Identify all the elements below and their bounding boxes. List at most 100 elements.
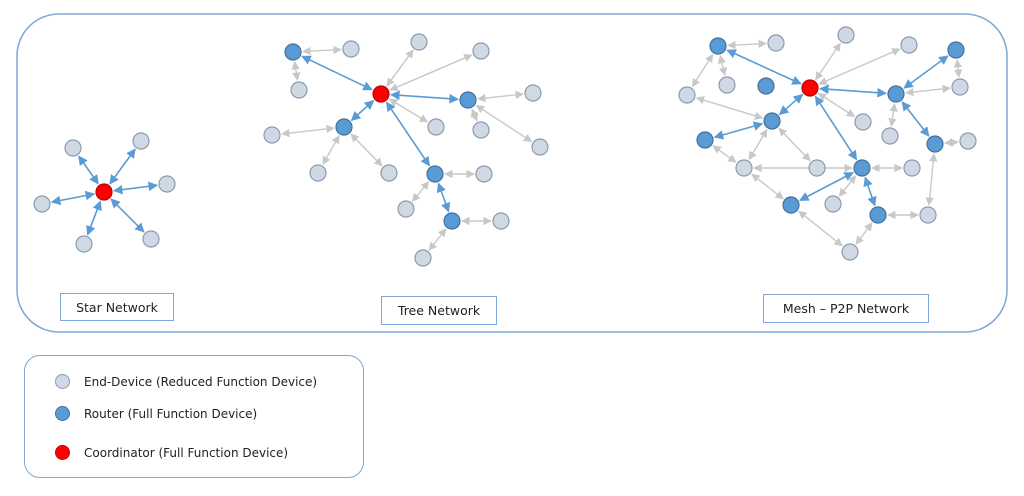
link-m-c-m-e2 xyxy=(815,42,841,81)
link-m-r7-m-e14 xyxy=(925,153,938,206)
router-node-m-r9 xyxy=(782,196,800,214)
link-m-r9-m-e15 xyxy=(798,210,843,247)
end-device-node-m-e9 xyxy=(959,132,977,150)
end-device-node-t-e7 xyxy=(380,164,398,182)
end-device-node-m-e2 xyxy=(837,26,855,44)
link-t-r4-t-e13 xyxy=(411,181,430,202)
end-device-node-t-e4 xyxy=(290,81,308,99)
end-device-node-s-e2 xyxy=(132,132,150,150)
link-m-r9-m-e10 xyxy=(751,173,784,200)
link-m-r10-m-e15 xyxy=(855,222,873,245)
router-node-m-r7 xyxy=(926,135,944,153)
link-t-r3-t-e9 xyxy=(470,108,479,122)
link-s-c-s-e2 xyxy=(109,148,136,185)
link-m-r4-m-r2 xyxy=(903,55,949,89)
link-t-r3-t-e11 xyxy=(475,104,533,143)
link-t-c-t-e3 xyxy=(389,54,473,91)
router-node-t-r5 xyxy=(443,212,461,230)
router-node-m-r6 xyxy=(696,131,714,149)
end-device-node-m-e1 xyxy=(767,34,785,52)
end-device-node-m-e10 xyxy=(735,159,753,177)
link-m-c-m-r1 xyxy=(726,49,802,85)
link-m-r6-m-e10 xyxy=(712,145,737,163)
end-device-node-m-e13 xyxy=(824,195,842,213)
link-m-r7-m-e9 xyxy=(944,138,959,147)
topologies-frame xyxy=(16,13,1008,333)
link-m-c-m-r8 xyxy=(814,95,858,161)
link-t-r2-t-e5 xyxy=(281,124,335,138)
star-network-label: Star Network xyxy=(60,293,174,321)
end-device-node-s-e6 xyxy=(142,230,160,248)
router-node-m-r10 xyxy=(869,206,887,224)
link-s-c-s-e1 xyxy=(78,155,99,185)
link-s-c-s-e4 xyxy=(50,190,96,206)
link-m-r1-m-e4 xyxy=(717,54,728,77)
end-device-node-t-e13 xyxy=(397,200,415,218)
end-device-node-t-e2 xyxy=(410,33,428,51)
end-device-node-m-e3 xyxy=(900,36,918,54)
router-node-m-r4 xyxy=(887,85,905,103)
end-device-node-m-e14 xyxy=(919,206,937,224)
link-m-c-m-r5 xyxy=(778,93,804,116)
coordinator-swatch-icon xyxy=(55,445,70,460)
link-m-r8-m-r9 xyxy=(799,171,854,202)
end-device-node-t-e6 xyxy=(309,164,327,182)
router-swatch-icon xyxy=(55,406,70,421)
router-node-t-r4 xyxy=(426,165,444,183)
router-node-t-r3 xyxy=(459,91,477,109)
end-device-node-s-e5 xyxy=(75,235,93,253)
link-m-r1-m-e1 xyxy=(727,39,767,50)
legend-item-router: Router (Full Function Device) xyxy=(55,406,257,421)
end-device-node-m-e4 xyxy=(718,76,736,94)
link-s-c-s-e3 xyxy=(112,181,159,195)
link-m-e5-m-r5 xyxy=(695,96,764,120)
end-device-node-s-e3 xyxy=(158,175,176,193)
router-node-t-r1 xyxy=(284,43,302,61)
mesh-network-label: Mesh – P2P Network xyxy=(763,294,929,323)
legend: End-Device (Reduced Function Device) Rou… xyxy=(24,355,364,478)
end-device-node-m-e12 xyxy=(903,159,921,177)
router-node-m-r3 xyxy=(757,77,775,95)
coordinator-node-t-c xyxy=(372,85,390,103)
legend-label-coordinator: Coordinator (Full Function Device) xyxy=(84,445,289,460)
link-t-c-t-e2 xyxy=(386,49,414,87)
end-device-node-m-e15 xyxy=(841,243,859,261)
router-node-m-r5 xyxy=(763,112,781,130)
end-device-node-s-e1 xyxy=(64,139,82,157)
end-device-node-m-e5 xyxy=(678,86,696,104)
link-m-r2-m-e6 xyxy=(953,59,963,78)
link-m-c-m-e3 xyxy=(818,48,901,85)
link-m-r5-m-r6 xyxy=(713,121,764,140)
link-m-r4-m-e6 xyxy=(905,84,951,97)
tree-network-label: Tree Network xyxy=(381,296,497,325)
link-m-r5-m-e11 xyxy=(778,127,811,162)
link-m-r8-m-r10 xyxy=(863,176,877,207)
end-device-node-m-e11 xyxy=(808,159,826,177)
router-node-m-r2 xyxy=(947,41,965,59)
legend-label-end-device: End-Device (Reduced Function Device) xyxy=(84,374,318,389)
link-t-c-t-r2 xyxy=(350,100,375,121)
end-device-node-t-e5 xyxy=(263,126,281,144)
link-m-r4-m-e8 xyxy=(888,103,898,127)
link-m-c-m-e7 xyxy=(817,92,856,118)
end-device-node-t-e14 xyxy=(492,212,510,230)
link-t-r1-t-e4 xyxy=(291,61,301,81)
link-t-r4-t-r5 xyxy=(436,182,451,213)
link-m-r4-m-r7 xyxy=(901,101,930,137)
end-device-node-t-e3 xyxy=(472,42,490,60)
link-t-r2-t-e6 xyxy=(322,134,340,166)
link-t-c-t-r3 xyxy=(390,90,459,104)
end-device-node-m-e7 xyxy=(854,113,872,131)
end-device-node-m-e8 xyxy=(881,127,899,145)
link-m-c-m-r4 xyxy=(819,84,887,98)
router-node-t-r2 xyxy=(335,118,353,136)
end-device-node-t-e8 xyxy=(427,118,445,136)
link-t-r3-t-e10 xyxy=(477,90,524,103)
router-node-m-r1 xyxy=(709,37,727,55)
link-t-r5-t-e15 xyxy=(428,228,447,251)
end-device-node-t-e9 xyxy=(472,121,490,139)
link-t-c-t-r1 xyxy=(301,55,373,91)
link-t-r1-t-e1 xyxy=(302,45,342,56)
link-t-c-t-e8 xyxy=(388,98,429,123)
end-device-node-t-e1 xyxy=(342,40,360,58)
